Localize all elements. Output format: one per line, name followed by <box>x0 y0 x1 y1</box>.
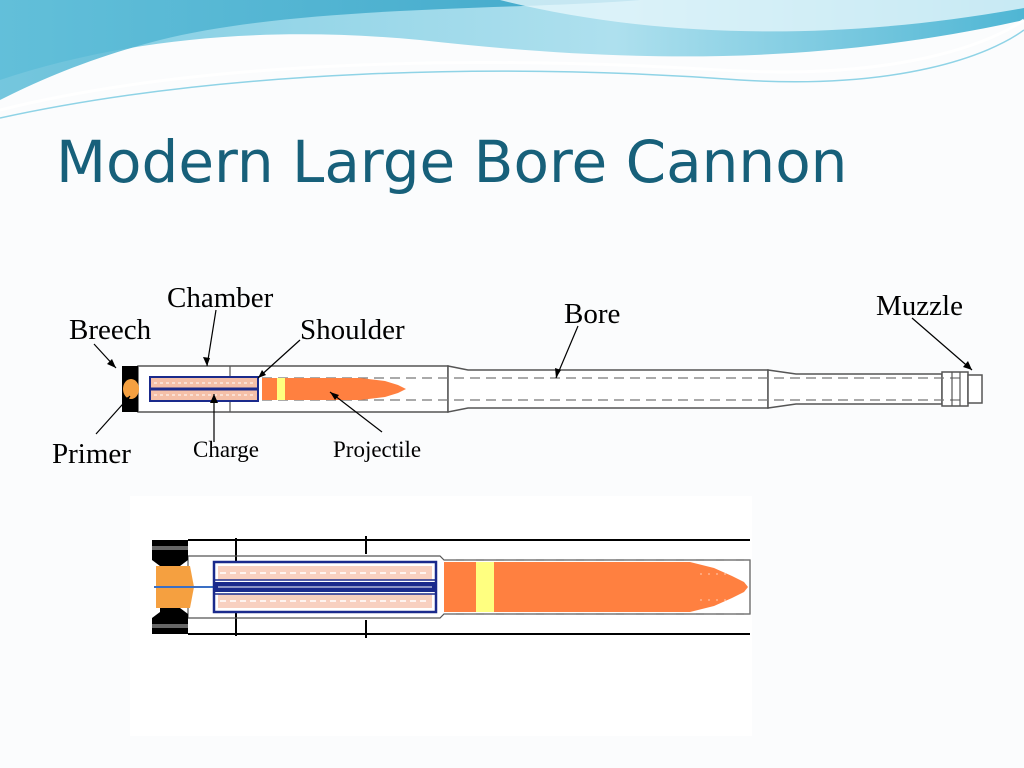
bore-lines <box>262 377 965 401</box>
label-muzzle: Muzzle <box>876 290 963 322</box>
header-wave <box>0 0 1024 119</box>
projectile <box>262 378 406 400</box>
slide-title: Modern Large Bore Cannon <box>56 128 848 196</box>
cannon-full-view: Chamber Breech Shoulder Bore Muzzle Prim… <box>52 282 983 470</box>
projectile-closeup <box>444 562 748 612</box>
charge-closeup <box>212 560 438 614</box>
label-projectile: Projectile <box>333 437 421 462</box>
primer <box>123 379 139 399</box>
label-breech: Breech <box>69 314 152 346</box>
charge <box>149 376 259 402</box>
label-chamber: Chamber <box>167 282 274 314</box>
breech-closeup <box>130 496 752 736</box>
label-bore: Bore <box>564 298 620 330</box>
label-charge: Charge <box>193 437 259 462</box>
label-shoulder: Shoulder <box>300 314 405 346</box>
label-primer: Primer <box>52 438 131 470</box>
leader-arrowheads <box>107 357 972 405</box>
